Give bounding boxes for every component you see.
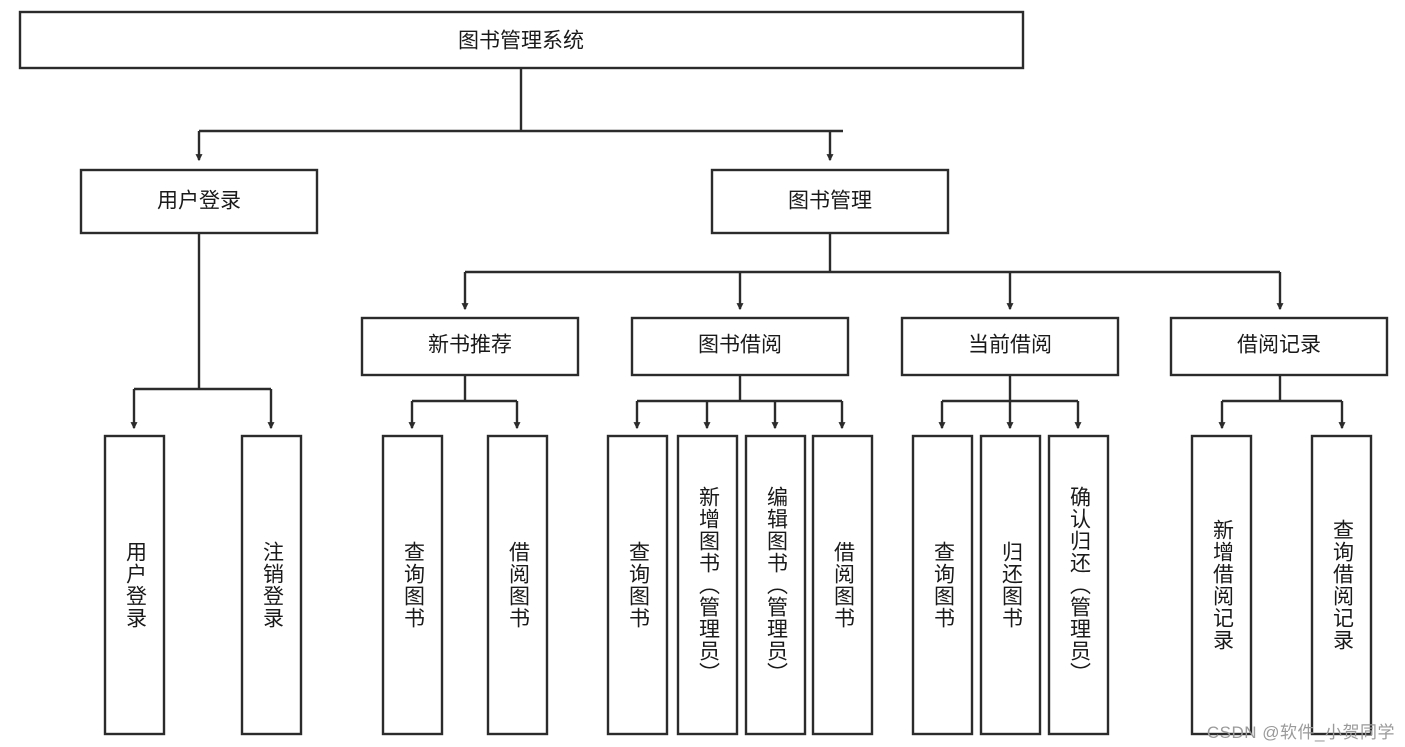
node-book-borrow[interactable]: 图书借阅 bbox=[630, 316, 850, 377]
node-leaf-return-book-box[interactable] bbox=[979, 434, 1042, 736]
node-leaf-user-login-box[interactable] bbox=[103, 434, 166, 736]
node-leaf-logout[interactable]: 注销登录 bbox=[240, 434, 303, 736]
node-leaf-query-record-box[interactable] bbox=[1310, 434, 1373, 736]
node-current-borrow[interactable]: 当前借阅 bbox=[900, 316, 1120, 377]
node-new-book-rec-box[interactable] bbox=[360, 316, 580, 377]
node-leaf-add-book[interactable]: 新增图书（管理员） bbox=[676, 434, 739, 736]
node-leaf-logout-label: 注销登录 bbox=[260, 541, 284, 629]
node-book-manage[interactable]: 图书管理 bbox=[710, 168, 950, 235]
node-user-login-box[interactable] bbox=[79, 168, 319, 235]
node-leaf-add-record[interactable]: 新增借阅记录 bbox=[1190, 434, 1253, 736]
node-book-manage-box[interactable] bbox=[710, 168, 950, 235]
node-leaf-return-book[interactable]: 归还图书 bbox=[979, 434, 1042, 736]
node-root-box[interactable] bbox=[18, 10, 1025, 70]
node-leaf-edit-book[interactable]: 编辑图书（管理员） bbox=[744, 434, 807, 736]
node-new-book-rec[interactable]: 新书推荐 bbox=[360, 316, 580, 377]
node-leaf-confirm-return-label: 确认归还（管理员） bbox=[1067, 486, 1091, 684]
node-leaf-query-book-2[interactable]: 查询图书 bbox=[606, 434, 669, 736]
node-book-manage-label: 图书管理 bbox=[788, 190, 872, 213]
node-leaf-borrow-book-1-label: 借阅图书 bbox=[506, 541, 530, 629]
node-root-label: 图书管理系统 bbox=[458, 30, 584, 53]
node-borrow-record[interactable]: 借阅记录 bbox=[1169, 316, 1389, 377]
edges-newbookrec-to-leaves bbox=[408, 375, 521, 430]
edges-bookmanage-to-level3 bbox=[461, 233, 1284, 311]
node-leaf-borrow-book-2-box[interactable] bbox=[811, 434, 874, 736]
node-book-borrow-box[interactable] bbox=[630, 316, 850, 377]
edges-bookborrow-to-leaves bbox=[633, 375, 846, 430]
edges-userlogin-to-leaves bbox=[130, 233, 275, 430]
node-leaf-borrow-book-2[interactable]: 借阅图书 bbox=[811, 434, 874, 736]
node-leaf-query-record[interactable]: 查询借阅记录 bbox=[1310, 434, 1373, 736]
node-leaf-query-book-1-box[interactable] bbox=[381, 434, 444, 736]
node-current-borrow-box[interactable] bbox=[900, 316, 1120, 377]
edges-borrowrecord-to-leaves bbox=[1218, 375, 1346, 430]
node-borrow-record-box[interactable] bbox=[1169, 316, 1389, 377]
node-borrow-record-label: 借阅记录 bbox=[1237, 334, 1321, 357]
node-user-login-label: 用户登录 bbox=[157, 190, 241, 213]
node-leaf-query-book-3-box[interactable] bbox=[911, 434, 974, 736]
node-leaf-query-book-3[interactable]: 查询图书 bbox=[911, 434, 974, 736]
node-new-book-rec-label: 新书推荐 bbox=[428, 334, 512, 357]
node-book-borrow-label: 图书借阅 bbox=[698, 334, 782, 357]
node-leaf-add-record-box[interactable] bbox=[1190, 434, 1253, 736]
csdn-watermark: CSDN @软件_小贺同学 bbox=[1206, 723, 1395, 742]
node-leaf-edit-book-label: 编辑图书（管理员） bbox=[764, 486, 788, 684]
node-leaf-add-book-box[interactable] bbox=[676, 434, 739, 736]
node-leaf-logout-box[interactable] bbox=[240, 434, 303, 736]
node-leaf-user-login[interactable]: 用户登录 bbox=[103, 434, 166, 736]
node-leaf-borrow-book-1-box[interactable] bbox=[486, 434, 549, 736]
node-leaf-query-book-1[interactable]: 查询图书 bbox=[381, 434, 444, 736]
node-leaf-add-record-label: 新增借阅记录 bbox=[1210, 519, 1234, 651]
node-leaf-query-book-1-label: 查询图书 bbox=[401, 541, 425, 629]
node-leaf-borrow-book-1[interactable]: 借阅图书 bbox=[486, 434, 549, 736]
node-leaf-query-book-2-box[interactable] bbox=[606, 434, 669, 736]
node-leaf-query-book-2-label: 查询图书 bbox=[626, 541, 650, 629]
node-current-borrow-label: 当前借阅 bbox=[968, 334, 1052, 357]
node-leaf-return-book-label: 归还图书 bbox=[999, 541, 1023, 629]
node-leaf-confirm-return[interactable]: 确认归还（管理员） bbox=[1047, 434, 1110, 736]
node-leaf-query-record-label: 查询借阅记录 bbox=[1330, 519, 1354, 651]
node-leaf-borrow-book-2-label: 借阅图书 bbox=[831, 541, 855, 629]
node-root[interactable]: 图书管理系统 bbox=[18, 10, 1025, 70]
edges-currentborrow-to-leaves bbox=[938, 375, 1082, 430]
edges-root-to-level2 bbox=[195, 68, 843, 162]
node-leaf-query-book-3-label: 查询图书 bbox=[931, 541, 955, 629]
node-user-login[interactable]: 用户登录 bbox=[79, 168, 319, 235]
node-leaf-add-book-label: 新增图书（管理员） bbox=[696, 486, 720, 684]
node-leaf-confirm-return-box[interactable] bbox=[1047, 434, 1110, 736]
node-leaf-user-login-label: 用户登录 bbox=[123, 541, 147, 629]
node-leaf-edit-book-box[interactable] bbox=[744, 434, 807, 736]
